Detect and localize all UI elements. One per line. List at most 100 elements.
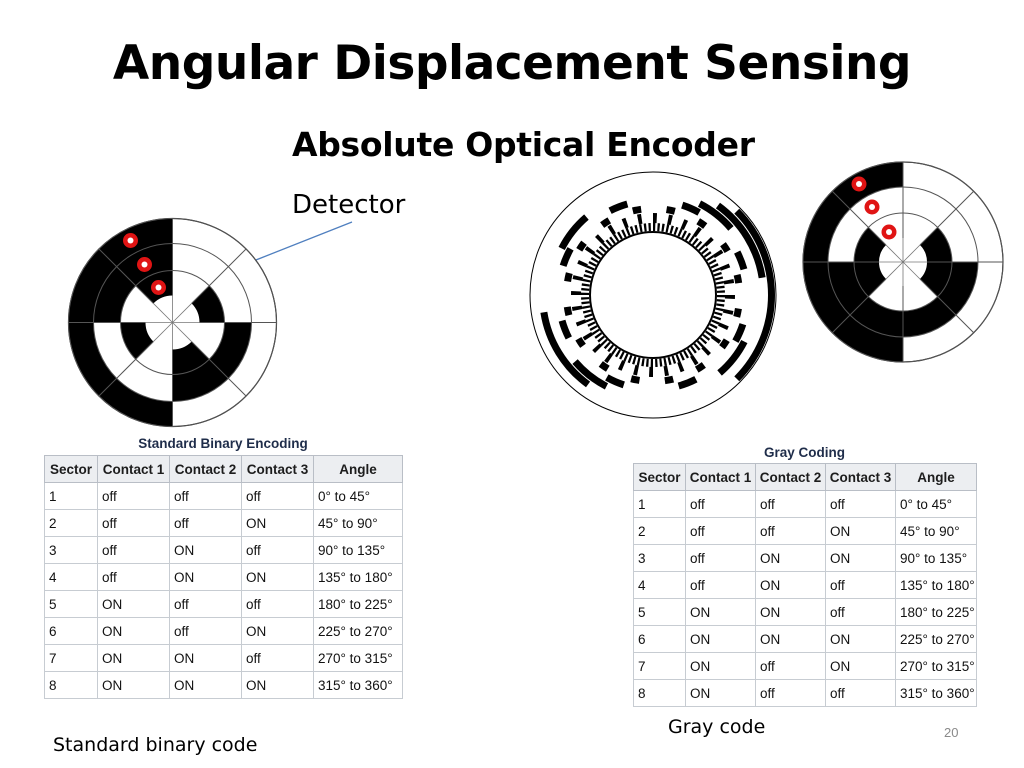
index-tooth <box>598 245 607 253</box>
sector-divider <box>191 341 247 397</box>
index-tooth <box>657 223 661 232</box>
encoder-track-segment <box>575 319 587 327</box>
slide-subtitle: Absolute Optical Encoder <box>292 125 755 164</box>
table-cell: off <box>241 482 314 510</box>
encoder-track-segment <box>563 306 573 317</box>
multi-track-encoder-disk <box>529 171 777 419</box>
index-tooth <box>603 341 611 350</box>
sector-divider <box>191 248 247 304</box>
index-tooth <box>702 333 711 341</box>
table-cell: ON <box>97 644 170 672</box>
encoder-track-segment <box>559 247 574 267</box>
index-tooth <box>698 244 706 252</box>
encoder-track-segment <box>734 208 775 382</box>
index-tooth <box>629 226 635 235</box>
index-tooth <box>588 261 597 267</box>
hub-spoke <box>902 261 921 280</box>
encoder-track-segment <box>693 226 702 238</box>
index-tooth <box>595 249 604 257</box>
table-cell: ON <box>755 598 826 626</box>
index-tooth <box>636 357 641 366</box>
table-cell: 315° to 360° <box>895 679 977 707</box>
encoder-track-segment <box>696 218 708 229</box>
table-cell: off <box>685 490 756 518</box>
table-cell: ON <box>685 625 756 653</box>
index-tooth <box>715 307 724 312</box>
encoder-track-segment <box>572 275 584 281</box>
encoder-track-segment <box>582 332 594 341</box>
index-tooth <box>695 240 703 249</box>
encoder-track-segment <box>723 279 735 285</box>
index-tooth <box>685 232 692 241</box>
encoder-track-segment <box>575 336 586 348</box>
encoder-segment <box>98 378 173 427</box>
index-tooth <box>707 327 716 334</box>
encoder-track-segment <box>605 374 625 389</box>
table-cell: ON <box>97 671 170 699</box>
column-header: Contact 1 <box>97 455 170 483</box>
table-cell: 8 <box>44 671 98 699</box>
detector-marker-core <box>141 261 148 268</box>
index-tooth <box>590 256 599 263</box>
table-cell: off <box>825 571 896 599</box>
index-tooth <box>716 299 725 303</box>
gray-table-caption: Gray Coding <box>763 445 845 460</box>
index-tooth <box>602 242 610 250</box>
index-tooth <box>716 295 725 298</box>
table-cell: off <box>685 517 756 545</box>
table-cell: off <box>825 679 896 707</box>
sector-divider <box>919 190 975 246</box>
index-tooth <box>699 337 708 345</box>
encoder-track-segment <box>677 376 698 390</box>
encoder-segment <box>828 262 869 316</box>
table-cell: 2 <box>633 517 686 545</box>
index-tooth <box>712 315 722 321</box>
encoder-segment <box>849 296 903 337</box>
encoder-track-segment <box>677 361 685 373</box>
index-tooth <box>713 271 722 277</box>
column-header: Contact 1 <box>685 463 756 491</box>
encoder-track-segment <box>637 213 643 225</box>
encoder-track-segment <box>710 335 722 344</box>
index-tooth <box>711 319 720 325</box>
detector-marker-core <box>869 204 875 210</box>
index-tooth <box>587 321 596 327</box>
encoder-segment <box>903 296 957 337</box>
sector-divider <box>919 278 975 334</box>
table-cell: off <box>169 617 242 645</box>
index-tooth <box>619 351 625 360</box>
index-tooth <box>655 358 658 367</box>
table-cell: 180° to 225° <box>313 590 403 618</box>
table-cell: 0° to 45° <box>313 482 403 510</box>
index-tooth <box>621 229 627 238</box>
table-cell: off <box>97 536 170 564</box>
index-tooth <box>669 225 674 234</box>
encoder-track-segment <box>703 237 714 247</box>
table-cell: 6 <box>44 617 98 645</box>
index-tooth <box>641 358 645 367</box>
index-tooth <box>677 228 683 237</box>
table-cell: 135° to 180° <box>313 563 403 591</box>
table-cell: 5 <box>44 590 98 618</box>
column-header: Contact 3 <box>241 455 314 483</box>
index-tooth <box>709 323 718 329</box>
table-cell: off <box>97 509 170 537</box>
encoder-track-segment <box>617 360 626 371</box>
table-cell: off <box>825 598 896 626</box>
table-cell: off <box>685 571 756 599</box>
detector-marker-core <box>886 229 892 235</box>
encoder-track-segment <box>571 290 582 295</box>
table-cell: 225° to 270° <box>313 617 403 645</box>
table-cell: 0° to 45° <box>895 490 977 518</box>
table-cell: ON <box>97 590 170 618</box>
index-tooth <box>623 353 629 362</box>
encoder-track-segment <box>598 361 610 372</box>
encoder-segment <box>803 191 850 262</box>
encoder-track-segment <box>571 305 583 311</box>
